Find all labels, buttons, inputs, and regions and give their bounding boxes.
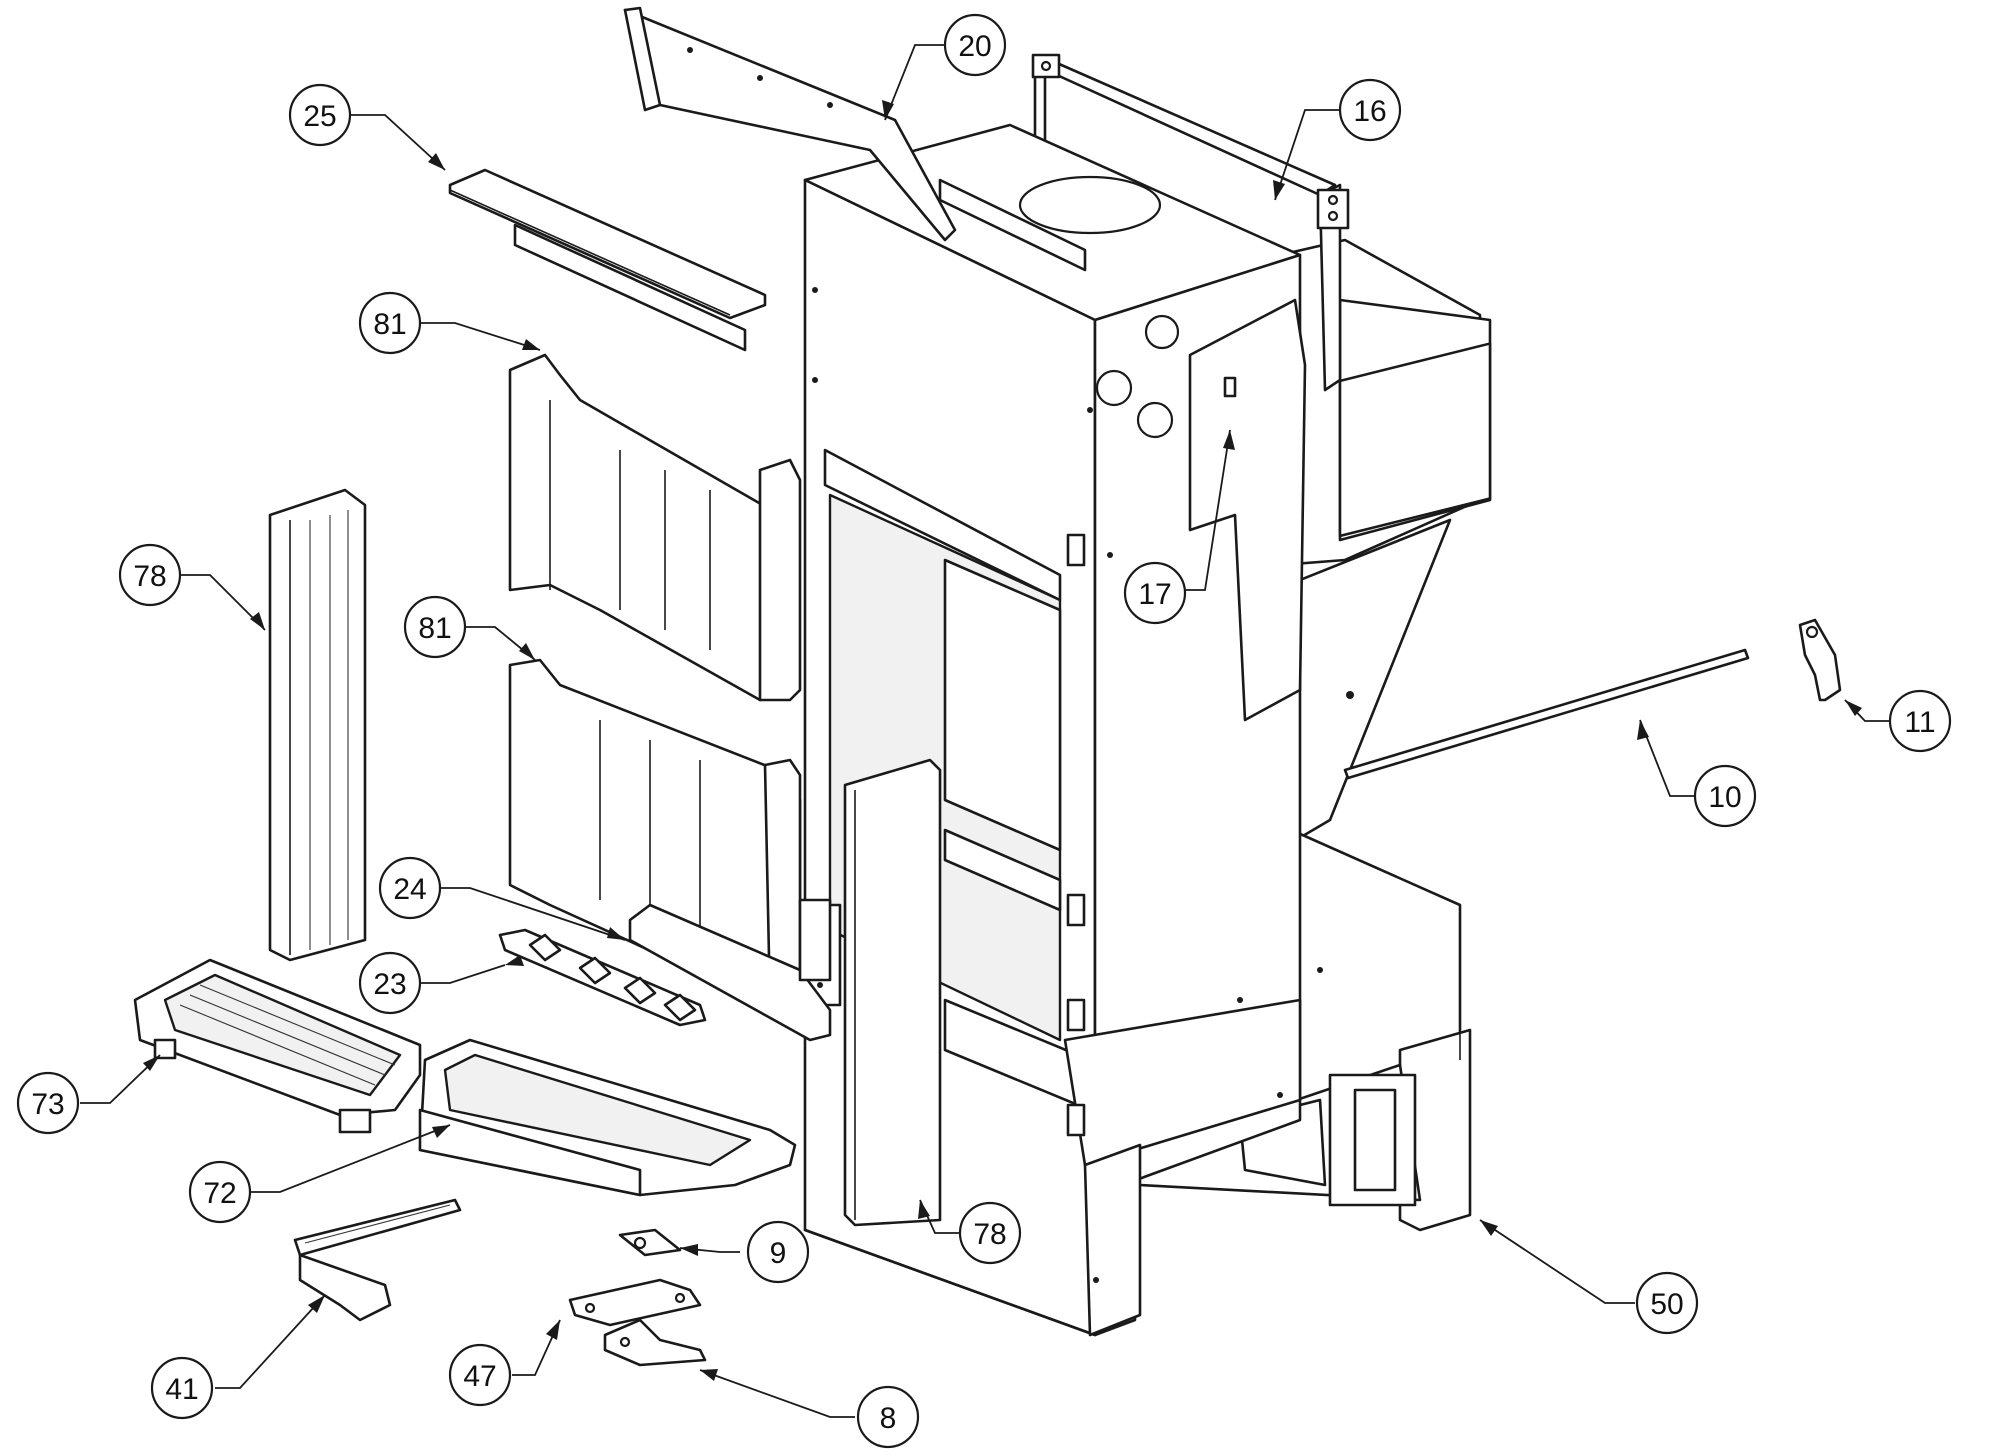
callout-11: 11	[1888, 689, 1952, 753]
bracket-47	[568, 1278, 702, 1327]
callout-label: 23	[373, 968, 406, 1001]
plate-9	[618, 1228, 682, 1257]
callout-78-left: 78	[118, 543, 182, 607]
callout-label: 17	[1138, 578, 1171, 611]
callout-label: 50	[1650, 1288, 1683, 1321]
callout-81-lower: 81	[403, 595, 467, 659]
callout-73: 73	[16, 1071, 80, 1135]
callout-label: 78	[133, 560, 166, 593]
callout-72: 72	[188, 1160, 252, 1224]
bracket-8	[603, 1318, 707, 1367]
callout-label: 73	[31, 1088, 64, 1121]
callout-25: 25	[288, 83, 352, 147]
callout-50: 50	[1635, 1271, 1699, 1335]
callout-24: 24	[378, 856, 442, 920]
callout-label: 72	[203, 1177, 236, 1210]
callout-10: 10	[1693, 764, 1757, 828]
callout-41: 41	[150, 1356, 214, 1420]
callout-label: 78	[973, 1218, 1006, 1251]
callout-label: 10	[1708, 781, 1741, 814]
callout-47: 47	[448, 1343, 512, 1407]
callout-8: 8	[856, 1385, 920, 1449]
callout-label: 24	[393, 873, 426, 906]
callout-label: 41	[165, 1373, 198, 1406]
rod-10	[1343, 648, 1750, 780]
frame-bracket-16	[1031, 53, 1350, 392]
refractory-panel-81-lower	[508, 658, 802, 1007]
callout-label: 81	[373, 308, 406, 341]
top-plate-25	[448, 168, 767, 352]
callout-20: 20	[943, 13, 1007, 77]
callout-label: 47	[463, 1360, 496, 1393]
callout-label: 25	[303, 100, 336, 133]
scraper-41	[293, 1198, 462, 1322]
side-panel-78-left	[268, 488, 367, 962]
grate-rack-23	[498, 928, 707, 1027]
callout-label: 9	[770, 1237, 787, 1270]
grate-tray-73	[133, 958, 422, 1134]
callout-label: 11	[1904, 706, 1935, 739]
grate-support-24	[628, 898, 832, 1042]
callout-label: 16	[1353, 95, 1386, 128]
callout-9: 9	[746, 1220, 810, 1284]
callout-23: 23	[358, 951, 422, 1015]
leader-arrowheads	[143, 100, 1862, 1381]
ash-pan-72	[418, 1038, 797, 1197]
callout-16: 16	[1338, 78, 1402, 142]
callout-label: 8	[880, 1402, 897, 1435]
refractory-panel-81-upper	[508, 353, 802, 702]
callout-78-front: 78	[958, 1201, 1022, 1265]
callout-label: 81	[418, 612, 451, 645]
callout-label: 20	[958, 30, 991, 63]
callout-81-upper: 81	[358, 291, 422, 355]
deflector-plate-20	[623, 6, 957, 242]
callout-17: 17	[1123, 561, 1187, 625]
handle-11	[1798, 618, 1842, 702]
